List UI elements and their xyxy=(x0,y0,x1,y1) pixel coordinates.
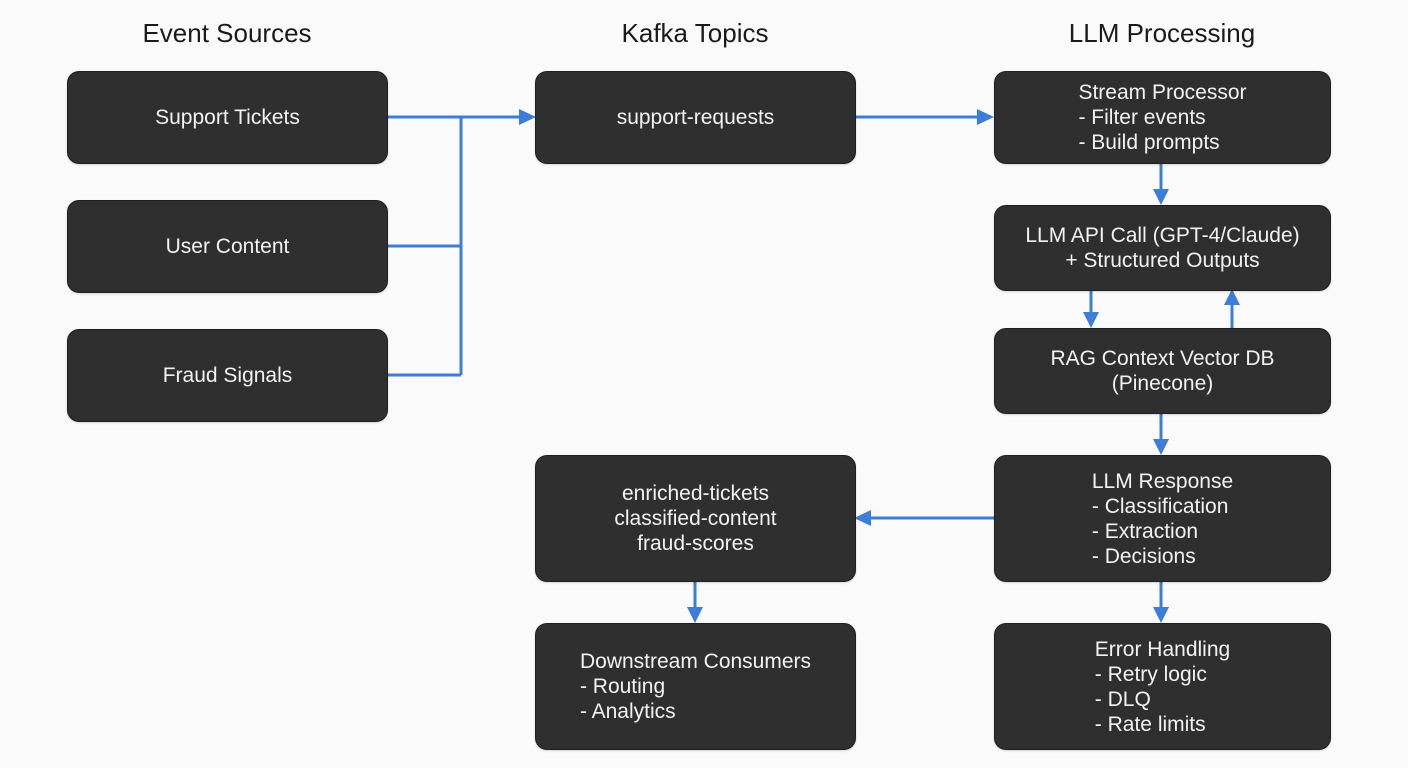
consumer-routing: - Routing xyxy=(579,675,666,698)
llm-api-call-title: LLM API Call (GPT-4/Claude) xyxy=(1025,224,1300,247)
arrowhead-llm-response xyxy=(1153,439,1169,455)
llm-api-structured-outputs: + Structured Outputs xyxy=(1065,249,1260,272)
topic-fraud-scores: fraud-scores xyxy=(637,532,754,555)
topic-classified-content: classified-content xyxy=(614,507,777,530)
topic-support-requests-label: support-requests xyxy=(616,106,775,129)
consumer-analytics: - Analytics xyxy=(579,700,676,723)
error-handling: Error Handling - Retry logic - DLQ - Rat… xyxy=(994,623,1331,750)
llm-response-classification: - Classification xyxy=(1091,494,1229,518)
downstream-consumers-title: Downstream Consumers xyxy=(579,650,812,673)
llm-response-title: LLM Response xyxy=(1091,469,1234,493)
source-support-tickets: Support Tickets xyxy=(67,71,388,164)
downstream-consumers: Downstream Consumers - Routing - Analyti… xyxy=(535,623,856,750)
arrowhead-llm-api xyxy=(1153,189,1169,205)
arrowhead-llm-api-return xyxy=(1224,289,1240,305)
arrowhead-output-topics xyxy=(854,510,871,526)
rag-pinecone: (Pinecone) xyxy=(1111,372,1214,395)
llm-response-extraction: - Extraction xyxy=(1091,519,1199,543)
arrowhead-support-requests xyxy=(519,109,536,125)
topic-enriched-tickets: enriched-tickets xyxy=(621,482,770,505)
source-support-tickets-label: Support Tickets xyxy=(155,106,300,129)
header-kafka-topics: Kafka Topics xyxy=(621,18,769,48)
source-user-content: User Content xyxy=(67,200,388,293)
stream-processor-filter: - Filter events xyxy=(1078,106,1206,129)
stream-processor-prompts: - Build prompts xyxy=(1078,131,1220,154)
source-fraud-signals: Fraud Signals xyxy=(67,329,388,422)
stream-processor-title: Stream Processor xyxy=(1078,81,1247,104)
header-event-sources: Event Sources xyxy=(142,18,312,48)
llm-response: LLM Response - Classification - Extracti… xyxy=(994,455,1331,582)
header-llm-processing: LLM Processing xyxy=(1068,18,1256,48)
rag-context-vector-db: RAG Context Vector DB (Pinecone) xyxy=(994,328,1331,414)
arrowhead-error-handling xyxy=(1153,607,1169,623)
rag-title: RAG Context Vector DB xyxy=(1050,347,1275,370)
error-handling-title: Error Handling xyxy=(1094,637,1231,661)
source-fraud-signals-label: Fraud Signals xyxy=(162,364,293,387)
topic-support-requests: support-requests xyxy=(535,71,856,164)
topic-output-topics: enriched-tickets classified-content frau… xyxy=(535,455,856,582)
arrowhead-rag xyxy=(1083,312,1099,328)
arrowhead-consumers xyxy=(687,607,703,623)
llm-response-decisions: - Decisions xyxy=(1091,544,1196,568)
error-handling-retry: - Retry logic xyxy=(1094,662,1207,686)
arrowhead-stream-processor xyxy=(977,109,994,125)
source-user-content-label: User Content xyxy=(165,235,290,258)
stream-processor: Stream Processor - Filter events - Build… xyxy=(994,71,1331,164)
error-handling-rate-limits: - Rate limits xyxy=(1094,712,1206,736)
llm-api-call: LLM API Call (GPT-4/Claude) + Structured… xyxy=(994,205,1331,291)
error-handling-dlq: - DLQ xyxy=(1094,687,1151,711)
